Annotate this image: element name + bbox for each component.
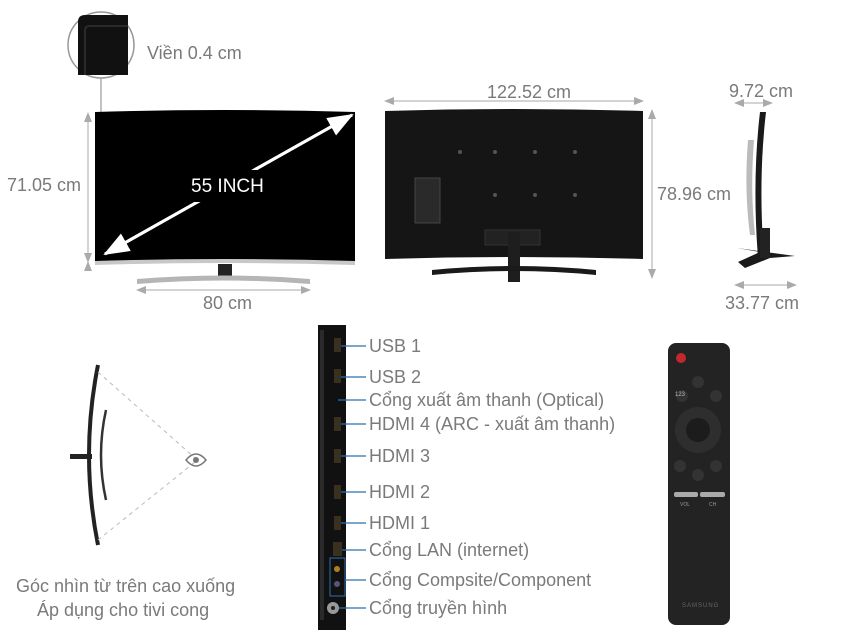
- back-button-icon: [674, 460, 686, 472]
- diagonal-label: 55 INCH: [191, 176, 264, 197]
- remote-control: [668, 343, 730, 625]
- port-label-hdmi1: HDMI 1: [369, 513, 431, 533]
- viewing-caption-line1: Góc nhìn từ trên cao xuống: [16, 576, 236, 596]
- side-base-label: 33.77 cm: [725, 293, 800, 313]
- volume-rocker: [674, 492, 698, 497]
- tv-side-view: [737, 112, 795, 268]
- side-depth-label: 9.72 cm: [729, 81, 794, 101]
- front-width-label: 80 cm: [203, 293, 253, 313]
- bezel-zoom-circle: [67, 11, 135, 112]
- port-label-usb2: USB 2: [369, 367, 422, 387]
- port-panel: [318, 325, 366, 630]
- port-label-hdmi4: HDMI 4 (ARC - xuất âm thanh): [369, 414, 616, 434]
- tv-front-view: [95, 110, 355, 284]
- home-button-icon: [692, 469, 704, 481]
- remote-ch-label: CH: [709, 502, 717, 508]
- port-label-hdmi3: HDMI 3: [369, 446, 431, 466]
- remote-brand-logo: SAMSUNG: [682, 603, 720, 609]
- power-button-icon: [676, 353, 686, 363]
- front-height-label: 71.05 cm: [7, 175, 82, 195]
- tv-back-view: [385, 109, 643, 282]
- play-pause-button-icon: [710, 460, 722, 472]
- bezel-label: Viền 0.4 cm: [147, 43, 242, 63]
- port-label-optical: Cổng xuất âm thanh (Optical): [369, 390, 605, 410]
- mic-button-icon: [692, 376, 704, 388]
- port-label-usb1: USB 1: [369, 336, 422, 356]
- port-label-composite: Cổng Compsite/Component: [369, 570, 592, 590]
- viewing-angle-diagram: [70, 364, 207, 546]
- remote-vol-label: VOL: [680, 502, 691, 508]
- port-label-antenna: Cổng truyền hình: [369, 598, 508, 618]
- color-buttons-icon: [710, 390, 722, 402]
- remote-123-label: 123: [675, 392, 686, 398]
- viewing-caption-line2: Áp dụng cho tivi cong: [37, 600, 210, 620]
- eye-icon: [185, 453, 207, 467]
- back-width-label: 122.52 cm: [487, 82, 572, 102]
- back-height-label: 78.96 cm: [657, 184, 732, 204]
- port-label-lan: Cổng LAN (internet): [369, 540, 530, 560]
- channel-rocker: [700, 492, 725, 497]
- port-label-hdmi2: HDMI 2: [369, 482, 431, 502]
